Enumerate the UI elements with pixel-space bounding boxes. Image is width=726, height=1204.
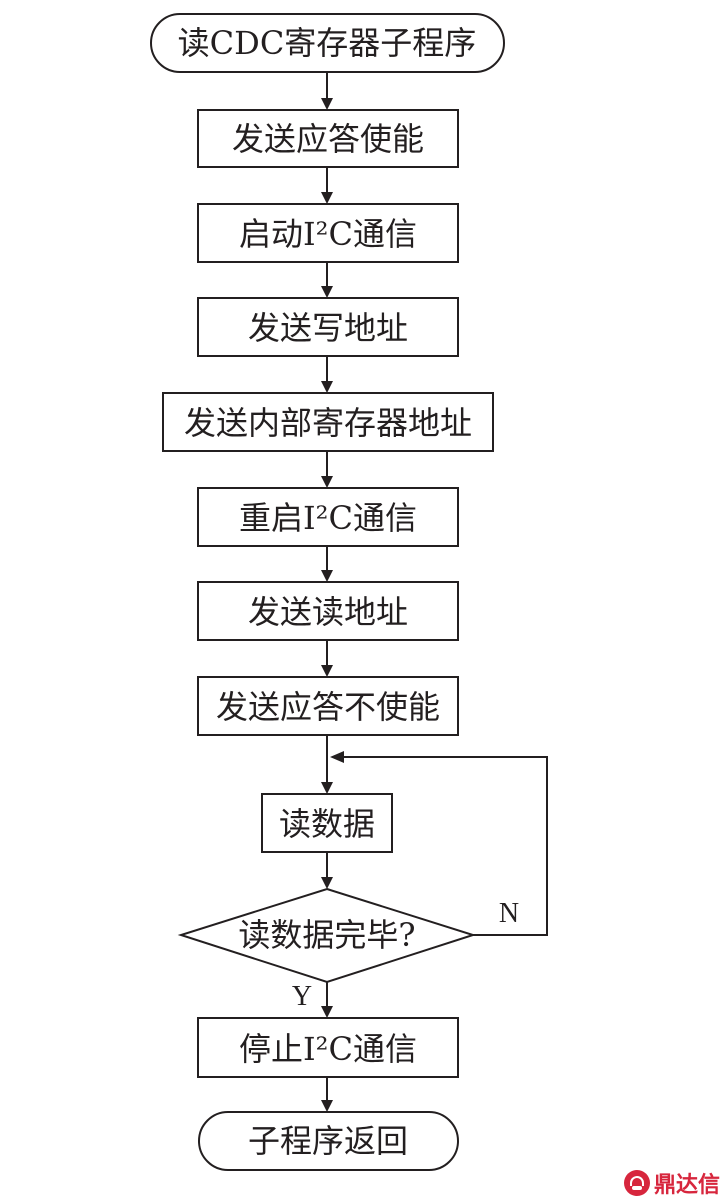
arrowhead	[321, 1006, 333, 1018]
end-terminal	[198, 1111, 459, 1171]
arrowhead	[321, 98, 333, 110]
arrowhead	[321, 381, 333, 393]
process-send-write-address	[197, 297, 459, 357]
process-label: 发送内部寄存器地址	[184, 404, 472, 442]
arrowhead	[321, 286, 333, 298]
process-send-ack-enable	[197, 109, 459, 168]
process-label: 发送读地址	[248, 593, 408, 631]
process-label: 发送应答不使能	[216, 688, 440, 726]
arrowhead	[321, 570, 333, 582]
arrowhead	[321, 476, 333, 488]
decision-label: 读数据完毕?	[238, 916, 415, 954]
brand-logo-icon	[624, 1170, 650, 1196]
start-label: 读CDC寄存器子程序	[178, 24, 477, 62]
process-read-data	[261, 793, 393, 853]
process-stop-i2c	[197, 1017, 459, 1078]
process-label: 发送应答使能	[232, 120, 424, 158]
arrowhead	[321, 782, 333, 794]
arrowhead	[321, 877, 333, 889]
process-label: 读数据	[279, 805, 375, 843]
end-label: 子程序返回	[248, 1122, 408, 1160]
process-label: 启动I²C通信	[239, 215, 417, 253]
process-send-ack-disable	[197, 676, 459, 736]
watermark-text: 鼎达信	[654, 1173, 721, 1198]
yes-label: Y	[292, 981, 312, 1012]
arrowhead	[321, 665, 333, 677]
process-send-read-address	[197, 581, 459, 641]
process-restart-i2c	[197, 487, 459, 547]
process-label: 发送写地址	[248, 309, 408, 347]
no-label: N	[499, 898, 519, 929]
process-label: 重启I²C通信	[239, 499, 417, 537]
watermark: 鼎达信	[624, 1166, 720, 1200]
loop-connector	[343, 756, 548, 936]
arrowhead	[330, 751, 344, 763]
process-label: 停止I²C通信	[239, 1030, 417, 1068]
arrowhead	[321, 192, 333, 204]
process-send-register-address	[162, 392, 494, 452]
arrowhead	[321, 1100, 333, 1112]
